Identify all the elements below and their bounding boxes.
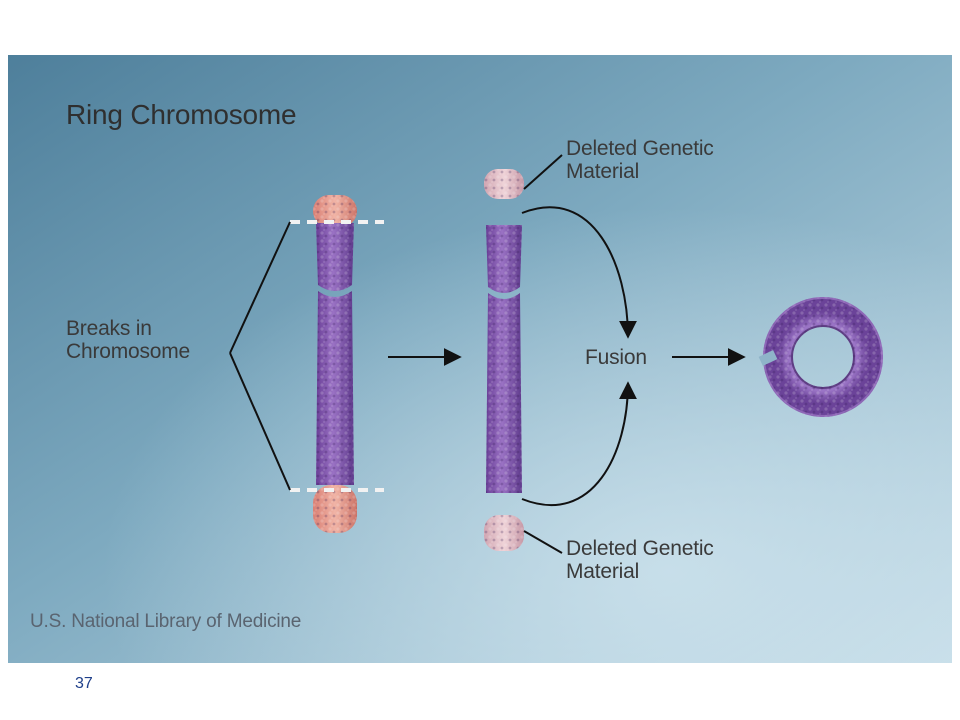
page-number: 37 bbox=[75, 675, 93, 692]
ring-fusion-point bbox=[758, 350, 778, 366]
deleted-top-line-1: Deleted Genetic bbox=[566, 137, 714, 160]
ring-chromosome bbox=[758, 297, 883, 417]
breaks-label-line-1: Breaks in bbox=[66, 317, 152, 340]
deleted-bottom-line-2: Material bbox=[566, 560, 640, 584]
deleted-top-connector bbox=[523, 154, 563, 190]
broken-chromosome bbox=[484, 169, 524, 551]
original-chromosome bbox=[290, 195, 384, 533]
breaks-label-line-2: Chromosome bbox=[66, 340, 191, 364]
break-connector-bottom bbox=[229, 352, 291, 491]
break-connector-top bbox=[229, 221, 291, 354]
background-glow bbox=[8, 55, 952, 663]
fusion-arrow-bottom bbox=[521, 381, 637, 506]
diagram-title: Ring Chromosome bbox=[66, 99, 297, 130]
diagram-panel: Ring Chromosome Breaks in Chromosome Fus… bbox=[8, 55, 952, 663]
deleted-genetic-material-top-label: Deleted Genetic Material bbox=[566, 137, 786, 183]
deleted-top-line-2: Material bbox=[566, 160, 640, 184]
fusion-label: Fusion bbox=[585, 346, 647, 369]
source-credit: U.S. National Library of Medicine bbox=[30, 611, 302, 632]
fusion-arrow-top bbox=[521, 206, 637, 339]
deleted-genetic-material-bottom-label: Deleted Genetic Material bbox=[566, 537, 786, 583]
deleted-bottom-connector bbox=[523, 530, 563, 554]
deleted-bottom-line-1: Deleted Genetic bbox=[566, 537, 714, 560]
breaks-in-chromosome-label: Breaks in Chromosome bbox=[66, 317, 236, 363]
ring-chromosome-diagram bbox=[8, 55, 952, 663]
